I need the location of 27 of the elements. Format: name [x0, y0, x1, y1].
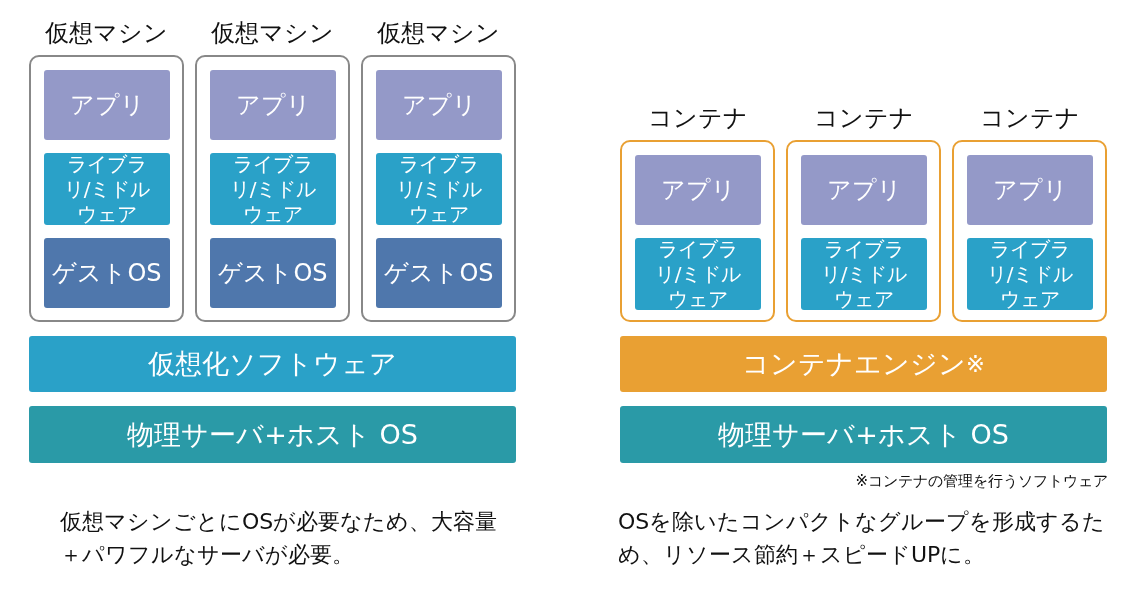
- library-box: ライブラリ/ミドルウェア: [801, 238, 927, 310]
- library-box: ライブラリ/ミドルウェア: [376, 153, 502, 225]
- box-heading: 仮想マシン: [376, 18, 501, 49]
- library-box: ライブラリ/ミドルウェア: [44, 153, 170, 225]
- app-box: アプリ: [801, 155, 927, 225]
- app-box: アプリ: [210, 70, 336, 140]
- library-box: ライブラリ/ミドルウェア: [635, 238, 761, 310]
- library-box: ライブラリ/ミドルウェア: [210, 153, 336, 225]
- library-box: ライブラリ/ミドルウェア: [967, 238, 1093, 310]
- caption: 仮想マシンごとにOSが必要なため、大容量＋パワフルなサーバが必要。: [60, 508, 499, 569]
- box-heading: 仮想マシン: [44, 18, 169, 49]
- app-box: アプリ: [967, 155, 1093, 225]
- guest-os-box: ゲストOS: [376, 238, 502, 308]
- app-box: アプリ: [635, 155, 761, 225]
- server-bar: 物理サーバ+ホスト OS: [29, 406, 516, 463]
- box-heading: 仮想マシン: [210, 18, 335, 49]
- app-box: アプリ: [376, 70, 502, 140]
- app-box: アプリ: [44, 70, 170, 140]
- footnote: ※コンテナの管理を行うソフトウェア: [854, 471, 1108, 492]
- virtualization-bar: 仮想化ソフトウェア: [29, 336, 516, 392]
- guest-os-box: ゲストOS: [44, 238, 170, 308]
- box-heading: コンテナ: [646, 103, 749, 134]
- caption: OSを除いたコンパクトなグループを形成するため、リソース節約＋スピードUPに。: [618, 508, 1107, 569]
- box-heading: コンテナ: [812, 103, 915, 134]
- box-heading: コンテナ: [978, 103, 1081, 134]
- server-bar: 物理サーバ+ホスト OS: [620, 406, 1107, 463]
- guest-os-box: ゲストOS: [210, 238, 336, 308]
